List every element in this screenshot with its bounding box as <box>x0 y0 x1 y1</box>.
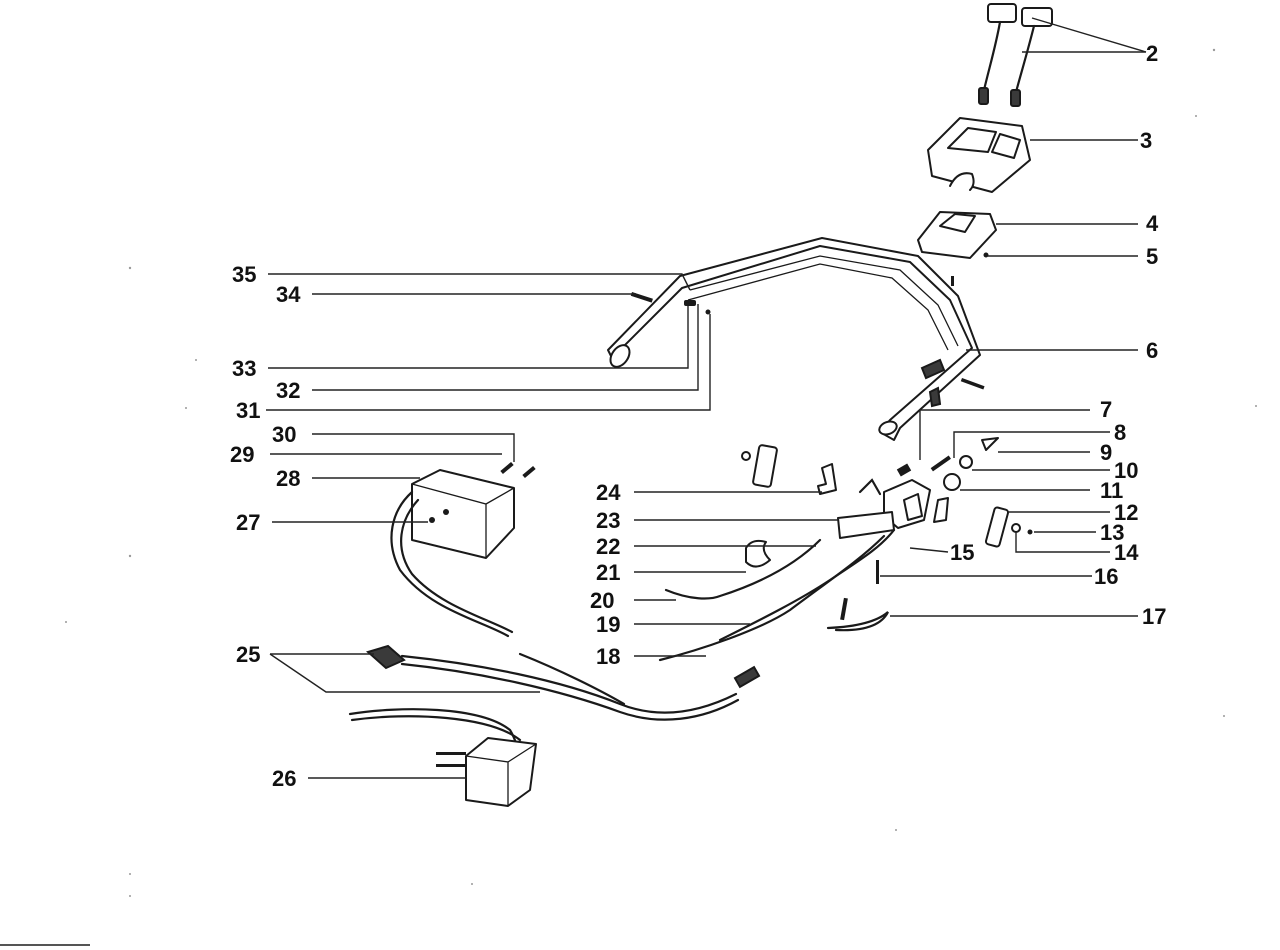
part-label-16: 16 <box>1094 564 1118 589</box>
part-label-34: 34 <box>276 282 301 307</box>
part-label-13: 13 <box>1100 520 1124 545</box>
part-label-7: 7 <box>1100 397 1112 422</box>
part-label-9: 9 <box>1100 440 1112 465</box>
part-label-32: 32 <box>276 378 300 403</box>
part-label-8: 8 <box>1114 420 1126 445</box>
part-5-screw-shaft <box>951 276 954 286</box>
part-2-cable-plugs <box>978 3 1053 107</box>
part-6-handlebar <box>607 237 985 441</box>
part-label-6: 6 <box>1146 338 1158 363</box>
part-label-25: 25 <box>236 642 260 667</box>
part-label-31: 31 <box>236 398 260 423</box>
part-label-22: 22 <box>596 534 620 559</box>
part-label-2: 2 <box>1146 41 1158 66</box>
part-label-14: 14 <box>1114 540 1139 565</box>
part-label-15: 15 <box>950 540 974 565</box>
parts-27-30-battery-box <box>390 461 536 638</box>
part-label-26: 26 <box>272 766 296 791</box>
part-label-12: 12 <box>1114 500 1138 525</box>
part-label-28: 28 <box>276 466 300 491</box>
parts-7-16-bracket-cluster <box>876 437 1033 584</box>
part-label-3: 3 <box>1140 128 1152 153</box>
parts-31-34-screws <box>684 300 711 315</box>
part-26-power-adapter <box>348 708 537 807</box>
part-label-33: 33 <box>232 356 256 381</box>
part-label-5: 5 <box>1146 244 1158 269</box>
part-3-switch-cover <box>927 117 1031 193</box>
part-label-10: 10 <box>1114 458 1138 483</box>
part-label-24: 24 <box>596 480 621 505</box>
part-labels: 2 3 4 5 6 7 8 9 10 11 12 13 14 15 16 17 … <box>230 41 1166 791</box>
parts-artwork <box>0 3 1257 946</box>
part-label-20: 20 <box>590 588 614 613</box>
part-label-35: 35 <box>232 262 256 287</box>
parts-17-24-cables <box>658 444 896 662</box>
part-label-21: 21 <box>596 560 620 585</box>
part-label-17: 17 <box>1142 604 1166 629</box>
part-label-4: 4 <box>1146 211 1159 236</box>
part-label-27: 27 <box>236 510 260 535</box>
part-5-screw <box>983 252 989 258</box>
leader-lines <box>266 17 1147 779</box>
part-label-29: 29 <box>230 442 254 467</box>
part-4-switch-base <box>917 211 997 259</box>
part-label-19: 19 <box>596 612 620 637</box>
part-label-18: 18 <box>596 644 620 669</box>
part-label-30: 30 <box>272 422 296 447</box>
part-label-23: 23 <box>596 508 620 533</box>
part-25-main-cable <box>365 644 761 721</box>
scan-specks <box>0 48 1257 946</box>
part-label-11: 11 <box>1100 478 1123 503</box>
